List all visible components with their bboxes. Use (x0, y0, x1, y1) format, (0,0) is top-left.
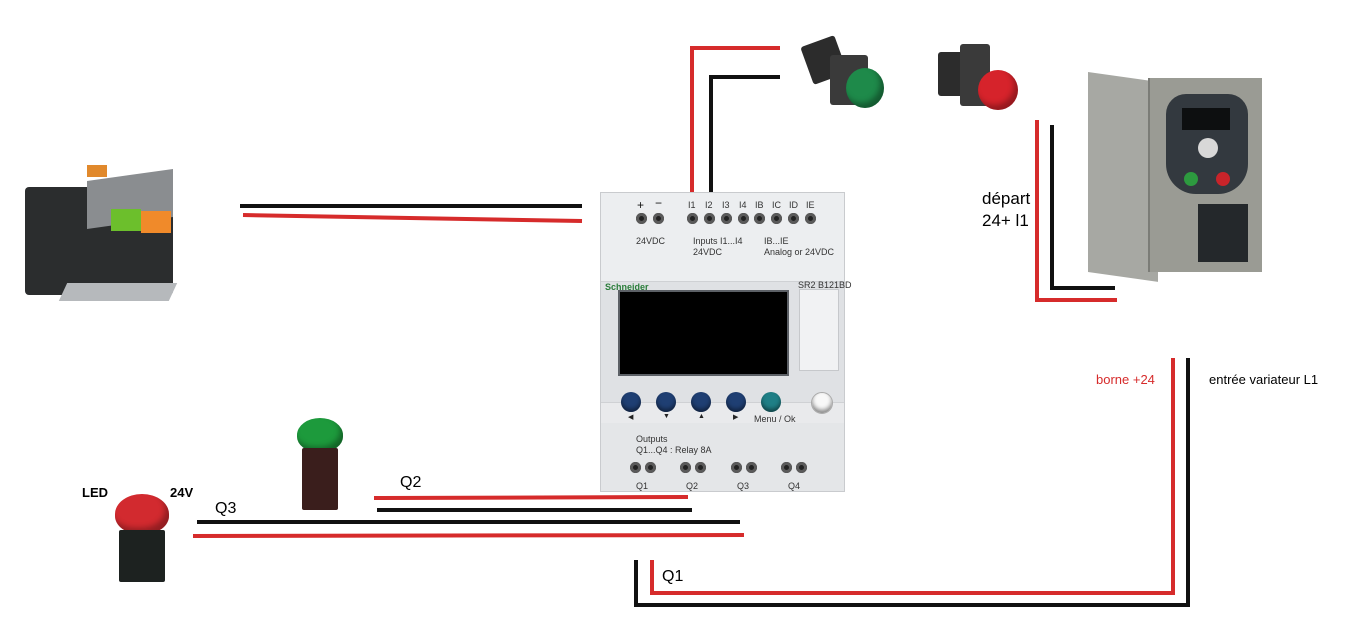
plc-display (618, 290, 789, 376)
plc-terminal-label: I3 (722, 200, 730, 210)
depart-line-2: 24+ l1 (982, 211, 1029, 230)
q1-label: Q1 (662, 568, 684, 585)
plc-output-label: Q4 (788, 481, 801, 491)
plc-minus-label: − (655, 196, 663, 210)
transformer-icon (25, 165, 180, 310)
wire-q1-black (634, 358, 1190, 607)
wire-input-red (690, 46, 780, 198)
plc-analog-label: IB...IE (764, 236, 789, 246)
plc-left-button (621, 392, 641, 412)
plc-brand-logo: Schneider (605, 282, 649, 292)
depart-label: départ 24+ l1 (982, 188, 1030, 232)
depart-line-1: départ (982, 189, 1031, 208)
wire-input-black (709, 75, 780, 198)
q3-label: Q3 (215, 500, 237, 517)
plc-terminal-label: I4 (739, 200, 747, 210)
wire-q3-red (192, 533, 745, 538)
plc-output-label: Q2 (686, 481, 699, 491)
entree-variateur-label: entrée variateur L1 (1209, 372, 1319, 387)
wire-q1-red (650, 358, 1175, 595)
plc-model-label: SR2 B121BD (798, 280, 852, 290)
plc-terminal-label: ID (789, 200, 798, 210)
plc-right-button (726, 392, 746, 412)
q2-label: Q2 (400, 474, 422, 491)
plc-down-button (656, 392, 676, 412)
plc-outputs-rating: Q1...Q4 : Relay 8A (636, 445, 712, 455)
plc-menu-label: Menu / Ok (754, 414, 796, 424)
plc-terminal-label: I1 (688, 200, 696, 210)
plc-outputs-label: Outputs (636, 434, 668, 444)
wire-drive-black (1050, 125, 1115, 290)
variable-speed-drive-icon (1088, 72, 1262, 282)
plc-inputs-label: Inputs I1...I4 (693, 236, 743, 246)
voltage-label: 24V (170, 485, 194, 500)
plc-terminal-label: I2 (705, 200, 713, 210)
plc-terminal-label: IB (755, 200, 764, 210)
borne-label: borne +24 (1096, 372, 1155, 387)
plc-power-label: 24VDC (636, 236, 666, 246)
plc-terminal-label: IE (806, 200, 815, 210)
plc-analog-voltage: Analog or 24VDC (764, 247, 835, 257)
wire-transformer-red (242, 213, 583, 223)
plc-ok-button (761, 392, 781, 412)
plc-terminal-label: IC (772, 200, 781, 210)
plc-shift-button (811, 392, 833, 414)
plc-output-label: Q3 (737, 481, 750, 491)
plc-plus-label: + (637, 198, 645, 212)
plc-up-button (691, 392, 711, 412)
wire-drive-red (1035, 120, 1117, 302)
plc-inputs-voltage: 24VDC (693, 247, 723, 257)
plc-output-label: Q1 (636, 481, 649, 491)
wire-q2-red (373, 495, 689, 500)
plc-cover (799, 289, 839, 371)
led-label: LED (82, 485, 108, 500)
